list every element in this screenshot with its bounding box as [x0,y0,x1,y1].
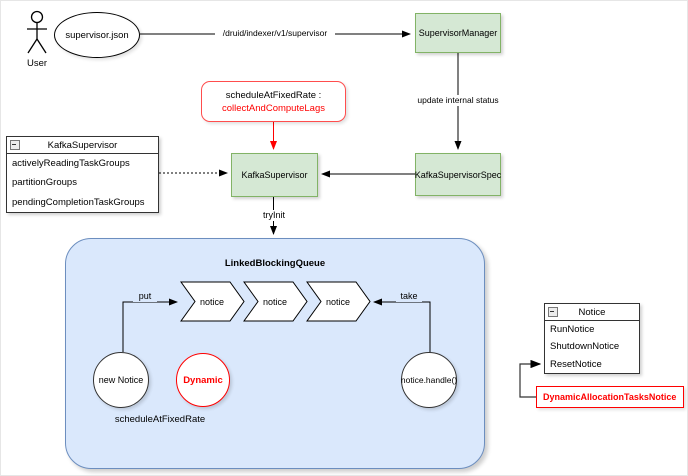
schedule-at-fixed-rate-box: scheduleAtFixedRate : collectAndComputeL… [201,81,346,122]
class-header: KafkaSupervisor [7,137,158,154]
circle-label: new Notice [98,375,144,385]
class-field: pendingCompletionTaskGroups [12,196,145,208]
chevron-label: notice [199,297,225,307]
circle-label: notice.handle() [400,375,458,385]
edge-label-try-init: tryInit [254,210,294,221]
class-field-list: RunNotice ShutdownNotice ResetNotice [545,321,639,373]
schedule-line1: scheduleAtFixedRate : [225,89,322,101]
class-field: activelyReadingTaskGroups [12,158,130,170]
class-field: ResetNotice [550,358,602,370]
dynamic-circle: Dynamic [176,353,230,407]
chevron-label: notice [325,297,351,307]
circle-label: Dynamic [183,374,223,386]
schedule-line2: collectAndComputeLags [222,102,325,114]
class-field: RunNotice [550,324,595,336]
class-title: KafkaSupervisor [47,139,118,151]
notice-handle-circle: notice.handle() [401,352,457,408]
user-label: User [26,58,48,69]
usecase-label: supervisor.json [65,29,129,41]
node-kafka-supervisor: KafkaSupervisor [231,153,318,197]
schedule-note-label: scheduleAtFixedRate [114,414,206,425]
kafka-supervisor-class-box: KafkaSupervisor activelyReadingTaskGroup… [6,136,159,213]
node-kafka-supervisor-spec: KafkaSupervisorSpec [415,153,501,196]
red-box-label: DynamicAllocationTasksNotice [543,392,677,402]
class-title: Notice [578,306,606,318]
node-label: SupervisorManager [418,28,498,38]
class-field: partitionGroups [12,177,77,189]
class-header: Notice [545,304,639,321]
usecase-supervisor-json: supervisor.json [54,12,140,58]
class-field-list: activelyReadingTaskGroups partitionGroup… [7,154,158,212]
node-label: KafkaSupervisorSpec [414,169,502,180]
notice-class-box: Notice RunNotice ShutdownNotice ResetNot… [544,303,640,374]
chevron-label: notice [262,297,288,307]
edge-label-take: take [396,291,422,302]
collapse-icon[interactable] [10,140,20,150]
node-supervisor-manager: SupervisorManager [415,13,501,53]
node-label: KafkaSupervisor [241,170,308,180]
class-field: ShutdownNotice [550,341,620,353]
linked-blocking-queue-container: LinkedBlockingQueue [65,238,485,469]
collapse-icon[interactable] [548,307,558,317]
edge-label-api-path: /druid/indexer/v1/supervisor [215,28,335,39]
edge-label-update-status: update internal status [408,95,508,106]
new-notice-circle: new Notice [93,352,149,408]
user-actor-icon [27,10,47,54]
queue-title: LinkedBlockingQueue [224,258,326,269]
dynamic-allocation-tasks-notice-box: DynamicAllocationTasksNotice [536,386,684,408]
edge-label-put: put [133,291,157,302]
